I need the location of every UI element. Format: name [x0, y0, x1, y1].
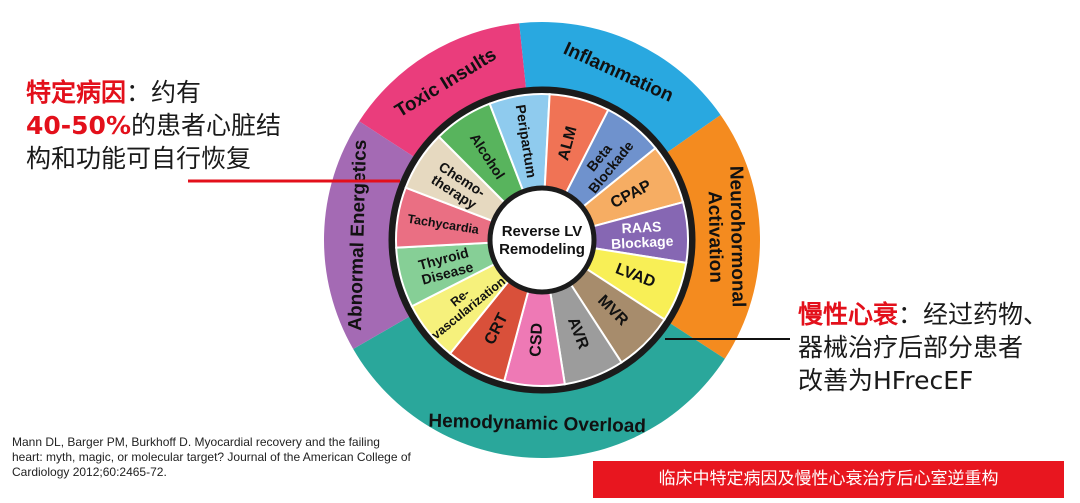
citation: Mann DL, Barger PM, Burkhoff D. Myocardi… — [12, 435, 411, 479]
right-annotation: 慢性心衰：经过药物、 器械治疗后部分患者 改善为HFrecEF — [798, 298, 1068, 397]
inner-label-raas-blockage-1: RAAS — [621, 218, 661, 236]
center-label-line2: Remodeling — [499, 241, 585, 258]
right-annotation-line2: 器械治疗后部分患者 — [798, 333, 1024, 362]
right-annotation-highlight: 慢性心衰 — [798, 300, 899, 329]
outer-label-neurohormonal-activation-1: Neurohormonal — [725, 166, 748, 308]
right-annotation-line1: ：经过药物、 — [898, 300, 1049, 329]
outer-label-abnormal-energetics: Abnormal Energetics — [345, 139, 371, 331]
left-annotation-line2: 的患者心脏结 — [131, 111, 282, 140]
right-annotation-line3: 改善为HFrecEF — [798, 366, 974, 395]
outer-segment-neurohormonal-activation — [664, 114, 760, 359]
center-circle — [487, 185, 597, 295]
caption-banner: 临床中特定病因及慢性心衰治疗后心室逆重构 — [593, 461, 1064, 498]
left-annotation-percent: 40-50% — [26, 111, 132, 140]
left-annotation: 特定病因：约有 40-50%的患者心脏结 构和功能可自行恢复 — [26, 76, 326, 175]
left-annotation-line3: 构和功能可自行恢复 — [26, 144, 252, 173]
inner-ring-border — [388, 86, 696, 394]
left-annotation-line1: ：约有 — [126, 78, 202, 107]
outer-segment-inflammation — [519, 21, 721, 154]
center-label-line1: Reverse LV — [502, 223, 583, 240]
outer-label-neurohormonal-activation-2: Activation — [704, 191, 727, 283]
inner-label-raas-blockage-2: Blockage — [611, 233, 674, 252]
outer-segment-abnormal-energetics — [324, 121, 417, 349]
inner-label-csd: CSD — [527, 323, 546, 358]
outer-segment-toxic-insults — [359, 23, 527, 159]
outer-segment-hemodynamic-overload — [353, 315, 725, 458]
left-annotation-highlight: 特定病因 — [26, 78, 127, 107]
